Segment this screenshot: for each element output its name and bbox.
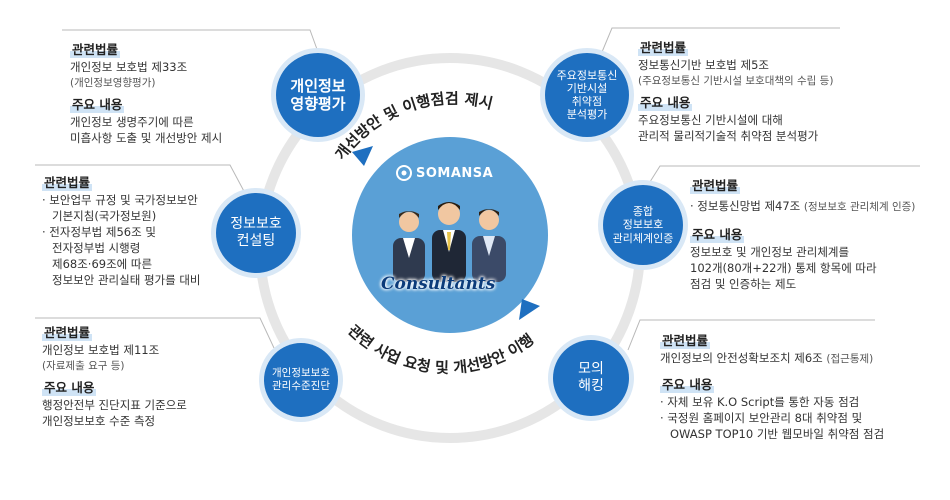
panel-consulting-law-3: · 전자정부법 제56조 및 — [42, 225, 156, 239]
panel-infra-analysis-law-heading: 관련법률 — [638, 40, 689, 56]
panel-infra-analysis-content-heading: 주요 내용 — [638, 95, 693, 111]
panel-consulting-law-6: 정보보안 관리실태 평가를 대비 — [52, 273, 201, 287]
panel-infra-analysis: 관련법률 정보통신기반 보호법 제5조 (주요정보통신 기반시설 보호대책의 수… — [638, 40, 878, 144]
panel-privacy-impact: 관련법률 개인정보 보호법 제33조 (개인정보영향평가) 주요 내용 개인정보… — [70, 42, 270, 146]
panel-privacy-level-law-heading: 관련법률 — [42, 325, 93, 341]
leader-line-privacy-level — [35, 317, 275, 349]
panel-privacy-impact-law-heading: 관련법률 — [70, 42, 121, 58]
panel-privacy-impact-content-1: 개인정보 생명주기에 따른 — [70, 115, 194, 129]
panel-mock-hacking-content-1: · 자체 보유 K.O Script를 통한 자동 점검 — [660, 395, 860, 409]
panel-infra-analysis-content-1: 주요정보통신 기반시설에 대해 — [638, 113, 783, 127]
panel-infra-analysis-law-2: (주요정보통신 기반시설 보호대책의 수립 등) — [638, 75, 834, 87]
panel-mock-hacking-law-1: 개인정보의 안전성확보조치 제6조 — [660, 351, 823, 365]
panel-mock-hacking-law-line: 개인정보의 안전성확보조치 제6조 (접근통제) — [660, 350, 920, 367]
arc-arrow-top-icon — [352, 146, 373, 166]
panel-mock-hacking-law-2: (접근통제) — [826, 353, 874, 365]
node-mock-hacking-label: 모의 해킹 — [578, 361, 604, 394]
leader-line-infra — [601, 27, 840, 53]
leader-line-privacy-impact — [62, 29, 319, 53]
arc-arrow-bottom-icon — [519, 299, 540, 320]
panel-isms: 관련법률 · 정보통신망법 제47조 (정보보호 관리체계 인증) 주요 내용 … — [690, 178, 930, 292]
panel-consulting-law-1: · 보안업무 규정 및 국가정보보안 — [42, 193, 198, 207]
leader-line-mock-hacking — [627, 319, 875, 351]
node-mock-hacking[interactable]: 모의 해킹 — [553, 340, 629, 416]
node-privacy-impact[interactable]: 개인정보 영향평가 — [276, 53, 360, 137]
somansa-logo-icon — [396, 165, 412, 181]
panel-isms-law-line: · 정보통신망법 제47조 (정보보호 관리체계 인증) — [690, 198, 930, 215]
panel-privacy-impact-content-2: 미흡사항 도출 및 개선방안 제시 — [70, 131, 223, 145]
panel-isms-law-heading: 관련법률 — [690, 178, 741, 194]
panel-mock-hacking: 관련법률 개인정보의 안전성확보조치 제6조 (접근통제) 주요 내용 · 자체… — [660, 333, 920, 442]
panel-mock-hacking-content-2: · 국정원 홈페이지 보안관리 8대 취약점 및 — [660, 411, 863, 425]
panel-privacy-level-content-heading: 주요 내용 — [42, 380, 97, 396]
panel-mock-hacking-law-heading: 관련법률 — [660, 333, 711, 349]
panel-consulting-law-2: 기본지침(국가정보원) — [52, 209, 157, 223]
panel-privacy-level: 관련법률 개인정보 보호법 제11조 (자료제출 요구 등) 주요 내용 행정안… — [42, 325, 262, 429]
leader-line-isms — [647, 165, 920, 186]
node-isms[interactable]: 종합 정보보호 관리체계인증 — [603, 185, 683, 265]
somansa-logo: SOMANSA — [398, 166, 493, 181]
node-infra-analysis-label: 주요정보통신 기반시설 취약점 분석평가 — [556, 68, 618, 122]
leader-lines — [35, 27, 920, 351]
panel-privacy-impact-law-1: 개인정보 보호법 제33조 — [70, 60, 188, 74]
panel-privacy-impact-content-heading: 주요 내용 — [70, 97, 125, 113]
node-infra-analysis[interactable]: 주요정보통신 기반시설 취약점 분석평가 — [545, 53, 629, 137]
panel-isms-content-1: 정보보호 및 개인정보 관리체계를 — [690, 245, 850, 259]
consultants-text: Consultants — [381, 274, 496, 294]
panel-consulting: 관련법률 · 보안업무 규정 및 국가정보보안 기본지침(국가정보원) · 전자… — [42, 175, 232, 288]
node-privacy-level-label: 개인정보보호 관리수준진단 — [272, 367, 330, 392]
node-isms-label: 종합 정보보호 관리체계인증 — [612, 205, 674, 245]
node-consulting[interactable]: 정보보호 컨설팅 — [216, 193, 296, 273]
logo-text: SOMANSA — [416, 166, 494, 181]
panel-isms-law-2: (정보보호 관리체계 인증) — [803, 201, 916, 213]
panel-privacy-impact-law-2: (개인정보영향평가) — [70, 77, 156, 89]
panel-infra-analysis-law-1: 정보통신기반 보호법 제5조 — [638, 58, 770, 72]
panel-consulting-law-4: 전자정부법 시행령 — [52, 241, 141, 255]
node-privacy-impact-label: 개인정보 영향평가 — [290, 77, 346, 113]
panel-isms-content-3: 점검 및 인증하는 제도 — [690, 277, 797, 291]
panel-privacy-level-law-1: 개인정보 보호법 제11조 — [42, 343, 160, 357]
node-privacy-level[interactable]: 개인정보보호 관리수준진단 — [264, 343, 338, 417]
consultant-figures-icon — [393, 202, 506, 282]
panel-mock-hacking-content-heading: 주요 내용 — [660, 377, 715, 393]
panel-privacy-level-content-2: 개인정보보호 수준 측정 — [42, 414, 156, 428]
panel-isms-content-heading: 주요 내용 — [690, 227, 745, 243]
panel-infra-analysis-content-2: 관리적 물리적기술적 취약점 분석평가 — [638, 129, 819, 143]
leader-line-consulting — [35, 164, 247, 196]
panel-consulting-law-heading: 관련법률 — [42, 175, 93, 191]
panel-isms-law-1: · 정보통신망법 제47조 — [690, 199, 801, 213]
panel-privacy-level-content-1: 행정안전부 진단지표 기준으로 — [42, 398, 187, 412]
node-consulting-label: 정보보호 컨설팅 — [230, 216, 282, 249]
panel-consulting-law-5: 제68조·69조에 따른 — [52, 257, 153, 271]
panel-privacy-level-law-2: (자료제출 요구 등) — [42, 360, 125, 372]
panel-mock-hacking-content-3: OWASP TOP10 기반 웹모바일 취약점 점검 — [670, 427, 885, 441]
panel-isms-content-2: 102개(80개+22개) 통제 항목에 따라 — [690, 261, 877, 275]
